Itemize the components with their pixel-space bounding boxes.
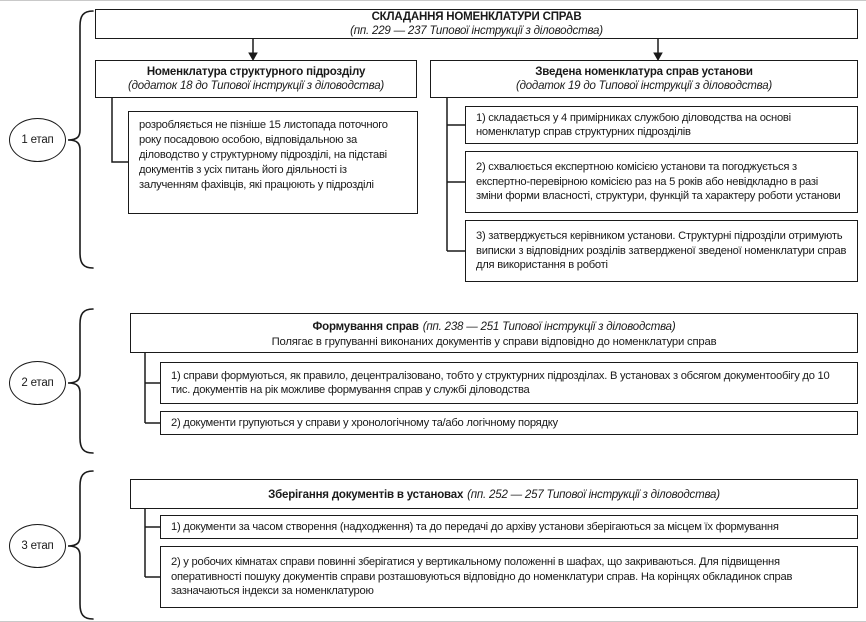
stage3-item-2: 2) у робочих кімнатах справи повинні збе… [171,556,793,598]
stage3-header-box: Зберігання документів в установах(пп. 25… [130,479,858,509]
stage3-item-2-box: 2) у робочих кімнатах справи повинні збе… [160,546,858,608]
stage-2-label: 2 етап [21,377,54,389]
stage1-left-note-box: розробляється не пізніше 15 листопада по… [128,111,418,214]
root-box: СКЛАДАННЯ НОМЕНКЛАТУРИ СПРАВ (пп. 229 — … [95,9,858,39]
stage1-right-item-3: 3) затверджується керівником установи. С… [476,230,847,272]
stage2-title: Формування справ [312,321,419,333]
stage1-left-header-box: Номенклатура структурного підрозділу (до… [95,60,417,98]
stage2-ref: (пп. 238 — 251 Типової інструкції з діло… [422,321,676,333]
stage-3-label: 3 етап [21,540,54,552]
root-ref: (пп. 229 — 237 Типової інструкції з діло… [350,25,603,37]
stage1-left-ref: (додаток 18 до Типової інструкції з діло… [127,80,385,92]
stage2-header-box: Формування справ(пп. 238 — 251 Типової і… [130,313,858,353]
stage1-left-title: Номенклатура структурного підрозділу [146,66,366,78]
stage3-item-1: 1) документи за часом створення (надходж… [171,520,779,533]
root-title: СКЛАДАННЯ НОМЕНКЛАТУРИ СПРАВ [371,11,582,23]
stage1-right-item-1: 1) складається у 4 примірниках службою д… [476,111,791,139]
stage-3-label-ellipse: 3 етап [9,524,66,568]
arrowhead-right [653,52,663,61]
stage2-subtitle: Полягає в групуванні виконаних документі… [271,336,717,348]
stage-3-brace [67,470,94,620]
stage1-right-item-1-box: 1) складається у 4 примірниках службою д… [465,106,858,144]
stage1-left-note: розробляється не пізніше 15 листопада по… [139,119,388,191]
stage-2-label-ellipse: 2 етап [9,361,66,405]
stage1-right-item-2-box: 2) схвалюється експертною комісією устан… [465,151,858,213]
stage-1-label-ellipse: 1 етап [9,118,66,162]
stage3-item-1-box: 1) документи за часом створення (надходж… [160,515,858,539]
stage2-item-2: 2) документи групуються у справи у хроно… [171,416,558,429]
connector-stage1-left [111,98,128,163]
stage2-header-line: Формування справ(пп. 238 — 251 Типової і… [313,317,676,335]
stage1-right-item-3-box: 3) затверджується керівником установи. С… [465,220,858,282]
stage2-item-2-box: 2) документи групуються у справи у хроно… [160,411,858,435]
arrowhead-left [248,52,258,61]
stage-1-brace [67,10,94,269]
stage1-right-item-2: 2) схвалюється експертною комісією устан… [476,161,841,203]
stage2-item-1: 1) справи формуються, як правило, децент… [171,369,830,397]
stage1-right-ref: (додаток 19 до Типової інструкції з діло… [515,80,773,92]
stage-1-label: 1 етап [21,134,54,146]
stage2-item-1-box: 1) справи формуються, як правило, децент… [160,362,858,404]
stage3-header-line: Зберігання документів в установах(пп. 25… [268,485,720,503]
stage-2-brace [67,308,94,454]
stage1-right-title: Зведена номенклатура справ установи [535,66,753,78]
stage3-ref: (пп. 252 — 257 Типової інструкції з діло… [467,489,720,501]
stage3-title: Зберігання документів в установах [268,489,464,501]
stage1-right-header-box: Зведена номенклатура справ установи (дод… [430,60,858,98]
